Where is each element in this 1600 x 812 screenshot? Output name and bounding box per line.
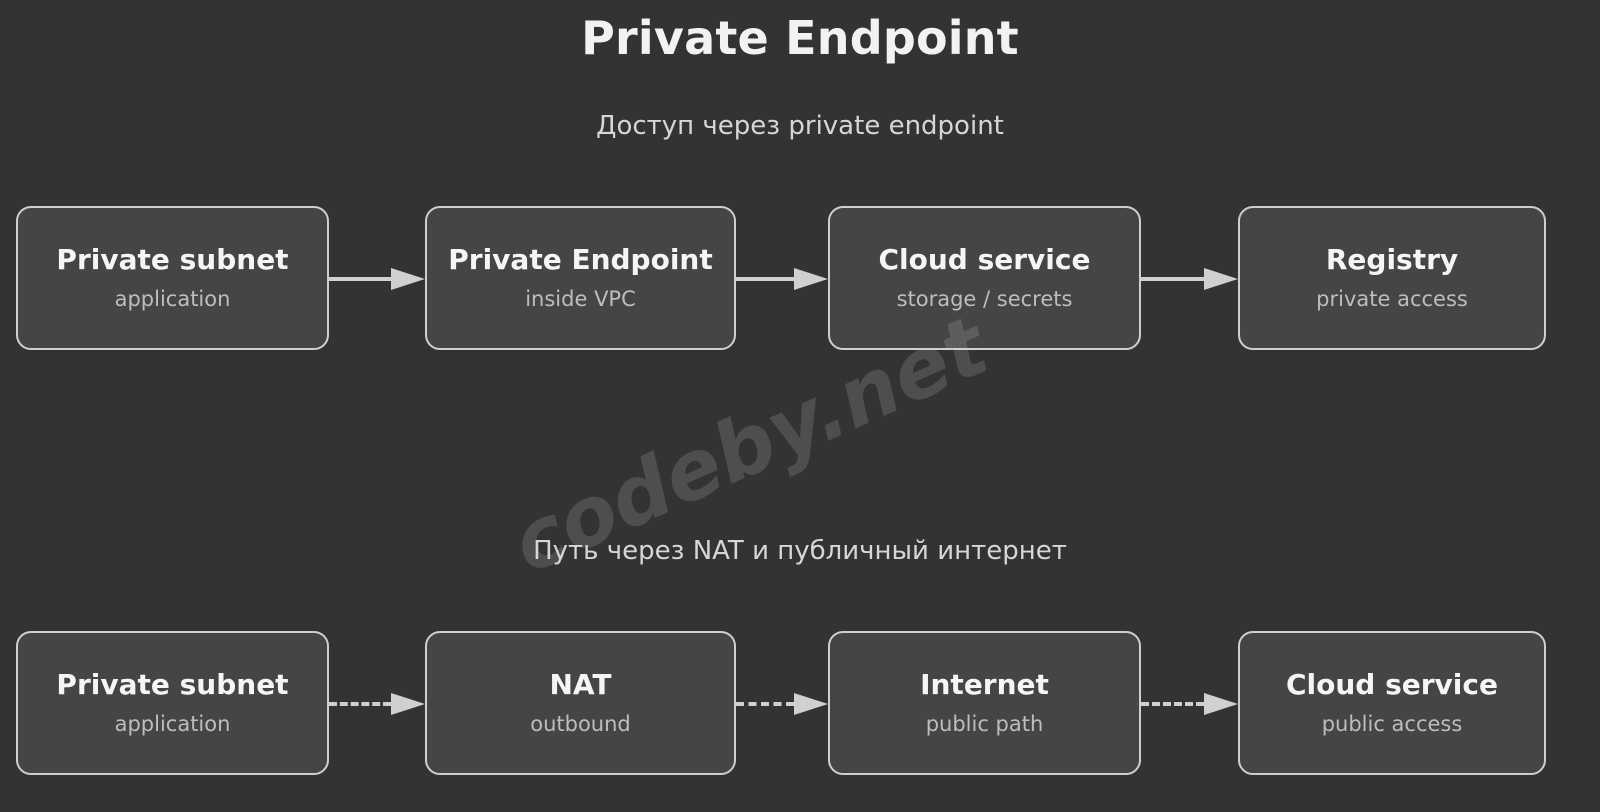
node-cloud-service-private[interactable]: Cloud service storage / secrets xyxy=(828,206,1141,350)
connector-arrow-2 xyxy=(736,268,828,290)
node-title: Private subnet xyxy=(56,667,289,701)
node-subtitle: public access xyxy=(1321,711,1463,736)
arrowhead-icon xyxy=(794,268,828,290)
node-title: Cloud service xyxy=(1285,667,1498,701)
section-heading-nat-path: Путь через NAT и публичный интернет xyxy=(533,536,1067,566)
node-nat[interactable]: NAT outbound xyxy=(425,631,736,775)
arrowhead-icon xyxy=(1204,693,1238,715)
node-title: Private subnet xyxy=(56,242,289,276)
node-subtitle: public path xyxy=(925,711,1044,736)
flow-row-nat-path: Private subnet application NAT outbound … xyxy=(0,631,1600,777)
node-title: Private Endpoint xyxy=(448,242,713,276)
connector-line xyxy=(329,277,391,281)
connector-arrow-dashed-3 xyxy=(1141,693,1238,715)
node-title: NAT xyxy=(549,667,612,701)
node-title: Cloud service xyxy=(878,242,1091,276)
node-subtitle: application xyxy=(114,711,231,736)
node-subtitle: outbound xyxy=(530,711,631,736)
connector-arrow-1 xyxy=(329,268,425,290)
arrowhead-icon xyxy=(391,268,425,290)
node-subtitle: storage / secrets xyxy=(896,286,1073,311)
node-subtitle: application xyxy=(114,286,231,311)
connector-line xyxy=(736,277,794,281)
connector-line xyxy=(329,702,391,706)
flow-row-private-endpoint: Private subnet application Private Endpo… xyxy=(0,206,1600,352)
node-private-subnet-nat[interactable]: Private subnet application xyxy=(16,631,329,775)
node-private-endpoint[interactable]: Private Endpoint inside VPC xyxy=(425,206,736,350)
node-private-subnet[interactable]: Private subnet application xyxy=(16,206,329,350)
connector-arrow-dashed-2 xyxy=(736,693,828,715)
arrowhead-icon xyxy=(794,693,828,715)
connector-arrow-dashed-1 xyxy=(329,693,425,715)
node-internet[interactable]: Internet public path xyxy=(828,631,1141,775)
arrowhead-icon xyxy=(391,693,425,715)
section-heading-private-endpoint: Доступ через private endpoint xyxy=(596,111,1004,141)
page-title: Private Endpoint xyxy=(581,11,1019,65)
connector-line xyxy=(1141,277,1204,281)
arrowhead-icon xyxy=(1204,268,1238,290)
node-title: Registry xyxy=(1325,242,1459,276)
node-title: Internet xyxy=(920,667,1049,701)
node-registry[interactable]: Registry private access xyxy=(1238,206,1546,350)
node-subtitle: inside VPC xyxy=(525,286,636,311)
connector-arrow-3 xyxy=(1141,268,1238,290)
node-cloud-service-public[interactable]: Cloud service public access xyxy=(1238,631,1546,775)
connector-line xyxy=(736,702,794,706)
node-subtitle: private access xyxy=(1316,286,1468,311)
connector-line xyxy=(1141,702,1204,706)
